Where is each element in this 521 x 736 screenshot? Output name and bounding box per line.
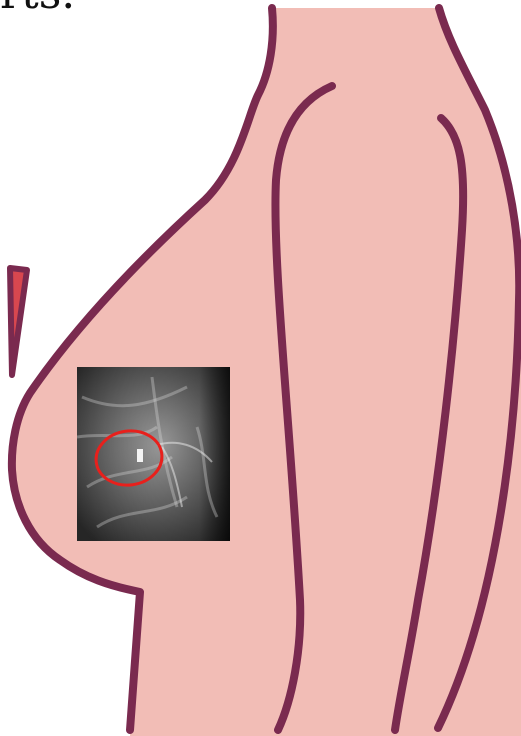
left-edge-accent-shape: [10, 268, 27, 375]
mammogram-inset-image: [77, 367, 230, 541]
biopsy-clip-marker: [137, 449, 143, 462]
